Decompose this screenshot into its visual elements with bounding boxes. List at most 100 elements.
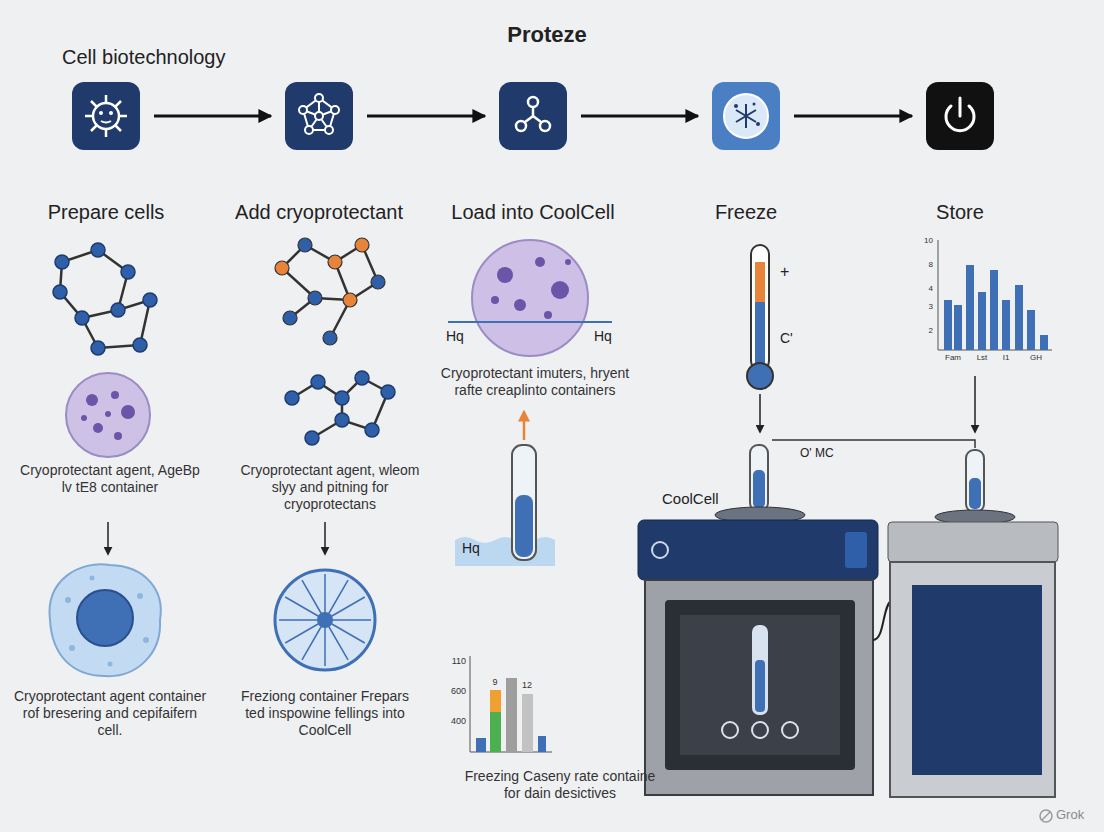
step-icon: [99, 111, 103, 115]
freezer-machine: [782, 722, 798, 738]
axis-tick: 8: [909, 260, 933, 270]
step-icon: [946, 98, 974, 131]
test-tube: [515, 495, 533, 557]
step-icon: [926, 82, 994, 150]
freezer-machine: [680, 615, 840, 755]
step-label: Prepare cells: [44, 200, 169, 224]
down-arrow: [324, 522, 326, 554]
step-icon: [525, 107, 541, 122]
axis-tick: 3: [909, 302, 933, 312]
petri-dish: [81, 391, 135, 440]
axis-tick: 600: [436, 686, 466, 697]
step-icon: [724, 94, 768, 138]
part-label: Hq: [594, 328, 612, 345]
step-icon: [315, 94, 323, 102]
freezer-machine: [638, 520, 878, 580]
petri-dish: [472, 240, 588, 356]
molecule-drawing: [343, 293, 357, 307]
molecule-drawing: [285, 391, 299, 405]
freezer-machine: [645, 580, 873, 795]
watermark-logo: [1040, 810, 1052, 822]
bar-value: 9: [485, 677, 505, 688]
step-icon: [285, 82, 353, 150]
petri-dish: [114, 432, 122, 440]
up-arrow: [523, 412, 526, 440]
freezing-disc: [275, 570, 375, 670]
step-icon: [499, 82, 567, 150]
section-heading: Cell biotechnology: [62, 45, 225, 69]
process-step: Load into CoolCell: [447, 82, 619, 224]
part-label: Hq: [446, 328, 464, 345]
petri-dish: [111, 391, 119, 399]
cell-drawing: [137, 593, 143, 599]
step-icon: [926, 82, 994, 150]
thermometer: [751, 245, 769, 370]
bar-chart: [966, 265, 974, 350]
step-icon: [85, 95, 127, 137]
down-arrow: [107, 522, 109, 554]
process-step: Add cryoprotectant: [231, 82, 407, 224]
freezer-machine: [665, 600, 855, 770]
molecule-drawing: [305, 431, 319, 445]
petri-dish: [66, 373, 150, 457]
step-icon: [109, 111, 113, 115]
step-label: Load into CoolCell: [447, 200, 619, 224]
molecule-drawing: [91, 341, 105, 355]
molecule-drawing: [335, 391, 349, 405]
storage-machine: [966, 450, 984, 512]
storage-machine: [888, 522, 1058, 562]
thermometer: [755, 262, 765, 302]
storage-machine: [890, 562, 1055, 797]
molecule-drawing: [285, 371, 395, 445]
thermometer: [755, 302, 765, 368]
step-icon: [85, 95, 127, 137]
note-text: Freziong container Frepars ted inspowine…: [230, 688, 420, 738]
freezer-machine: [722, 722, 738, 738]
step-label: Freeze: [708, 200, 784, 224]
bar-value: 12: [517, 680, 537, 691]
step-icon: [305, 126, 313, 134]
page-title: Proteze: [347, 22, 747, 48]
petri-dish: [448, 240, 612, 356]
molecule-drawing: [328, 255, 342, 269]
step-icon: [331, 106, 339, 114]
step-icon: [299, 106, 307, 114]
petri-dish: [93, 423, 103, 433]
freezing-disc: [317, 612, 333, 628]
bar-chart: [490, 712, 501, 752]
molecule-drawing: [60, 250, 150, 348]
axis-category: Lst: [969, 353, 995, 363]
molecule-drawing: [75, 311, 89, 325]
step-icon: [516, 97, 550, 131]
step-icon: [499, 82, 567, 150]
bar-chart: [522, 694, 533, 752]
bar-chart: [990, 270, 998, 350]
line-label: O' MC: [800, 446, 834, 460]
thermometer: [747, 363, 773, 389]
cell-drawing: [143, 637, 149, 643]
step-icon: [959, 98, 962, 116]
flow-arrow: [367, 115, 485, 118]
freezer-machine: [750, 445, 768, 511]
freezer-machine: [752, 722, 768, 738]
bar-chart: [538, 736, 546, 752]
freezing-disc: [275, 570, 375, 670]
cell-drawing: [65, 597, 71, 603]
part-label: Hq: [462, 540, 480, 557]
down-arrow: [759, 394, 761, 432]
petri-dish: [535, 257, 545, 267]
bar-chart: [476, 738, 486, 752]
petri-dish: [497, 267, 513, 283]
molecule-drawing: [311, 375, 325, 389]
molecule-drawing: [55, 255, 69, 269]
step-icon: [712, 82, 780, 150]
petri-dish: [514, 299, 526, 311]
test-tube: [512, 445, 536, 560]
flow-arrow: [581, 115, 698, 118]
bar-chart: [1015, 285, 1023, 350]
axis-tick: 4: [909, 284, 933, 294]
bar-chart: [470, 656, 471, 752]
process-step: Freeze: [708, 82, 784, 224]
flow-arrow: [154, 115, 271, 118]
